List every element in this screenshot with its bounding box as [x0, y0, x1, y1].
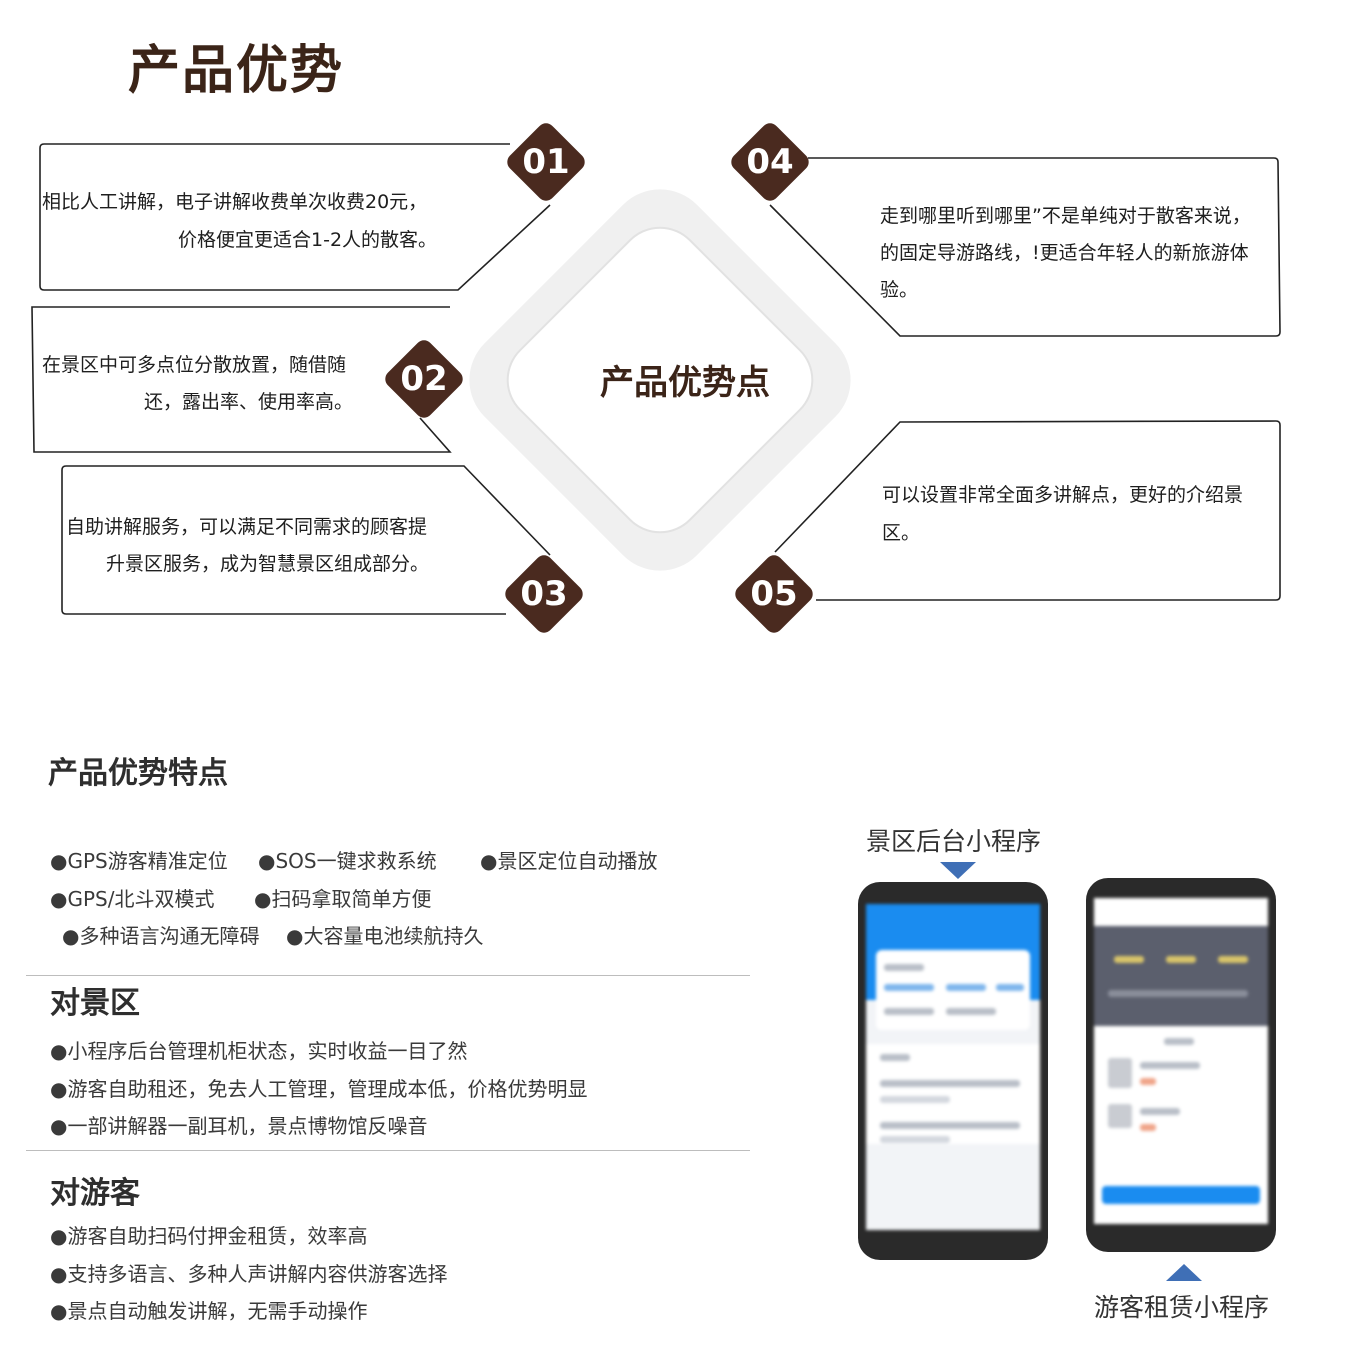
feature-item: ●SOS一键求救系统 — [258, 849, 437, 873]
divider — [26, 975, 750, 976]
left-phone — [858, 882, 1048, 1260]
card-05-outline — [774, 420, 1281, 601]
left-phone-screen — [866, 904, 1040, 1230]
card-04-line-3: 验。 — [880, 279, 919, 301]
badge-02-shape — [385, 340, 463, 418]
card-05-line-1: 可以设置非常全面多讲解点，更好的介绍景 — [882, 484, 1244, 506]
card-02-line-1: 在景区中可多点位分散放置，随借随 — [42, 354, 347, 376]
page-title: 产品优势 — [128, 41, 345, 101]
center-label: 产品优势点 — [600, 363, 770, 403]
feature-item: ●景区定位自动播放 — [480, 849, 658, 873]
card-04-line-2: 的固定导游路线，!更适合年轻人的新旅游体 — [880, 242, 1249, 264]
badge-01: 01 — [522, 142, 570, 182]
tourist-item: ●支持多语言、多种人声讲解内容供游客选择 — [50, 1262, 448, 1286]
feature-item: ●多种语言沟通无障碍 — [62, 924, 260, 948]
divider — [26, 1150, 750, 1151]
tourist-item: ●游客自助扫码付押金租赁，效率高 — [50, 1224, 368, 1248]
card-03-line-1: 自助讲解服务，可以满足不同需求的顾客提 — [66, 516, 428, 538]
right-phone — [1086, 878, 1276, 1252]
advantage-diagram — [31, 123, 1281, 633]
down-arrow-icon — [940, 862, 976, 879]
card-01-line-1: 相比人工讲解，电子讲解收费单次收费20元， — [42, 191, 428, 213]
scenic-item: ●一部讲解器一副耳机，景点博物馆反噪音 — [50, 1114, 428, 1138]
feature-item: ●大容量电池续航持久 — [286, 924, 484, 948]
badge-05-shape — [735, 555, 813, 633]
badge-01-shape — [507, 123, 585, 201]
feature-item: ●GPS/北斗双模式 — [50, 887, 215, 911]
badge-05: 05 — [750, 574, 798, 614]
scenic-title: 对景区 — [50, 986, 140, 1021]
card-03-line-2: 升景区服务，成为智慧景区组成部分。 — [106, 553, 430, 575]
badge-03: 03 — [520, 574, 568, 614]
left-phone-label: 景区后台小程序 — [866, 827, 1042, 856]
feature-item: ●扫码拿取简单方便 — [254, 887, 432, 911]
card-05-line-2: 区。 — [882, 522, 921, 544]
badge-04: 04 — [746, 142, 794, 182]
badge-03-shape — [505, 555, 583, 633]
scenic-item: ●小程序后台管理机柜状态，实时收益一目了然 — [50, 1039, 468, 1063]
up-arrow-icon — [1166, 1264, 1202, 1281]
card-04-line-1: 走到哪里听到哪里”不是单纯对于散客来说， — [880, 205, 1251, 227]
tourist-title: 对游客 — [50, 1176, 140, 1211]
tourist-item: ●景点自动触发讲解，无需手动操作 — [50, 1299, 368, 1323]
badge-04-shape — [731, 123, 809, 201]
card-01-outline — [39, 143, 551, 291]
feature-item: ●GPS游客精准定位 — [50, 849, 228, 873]
card-02-line-2: 还，露出率、使用率高。 — [144, 391, 354, 413]
scenic-item: ●游客自助租还，免去人工管理，管理成本低，价格优势明显 — [50, 1077, 588, 1101]
card-04-outline — [769, 157, 1281, 337]
right-phone-screen — [1094, 898, 1268, 1224]
card-01-line-2: 价格便宜更适合1-2人的散客。 — [178, 229, 438, 251]
badge-02: 02 — [400, 359, 448, 399]
features-title: 产品优势特点 — [48, 756, 228, 791]
card-02-outline — [31, 306, 452, 453]
card-03-outline — [61, 465, 551, 615]
center-diamond-inner — [506, 226, 814, 534]
right-phone-label: 游客租赁小程序 — [1094, 1293, 1270, 1322]
